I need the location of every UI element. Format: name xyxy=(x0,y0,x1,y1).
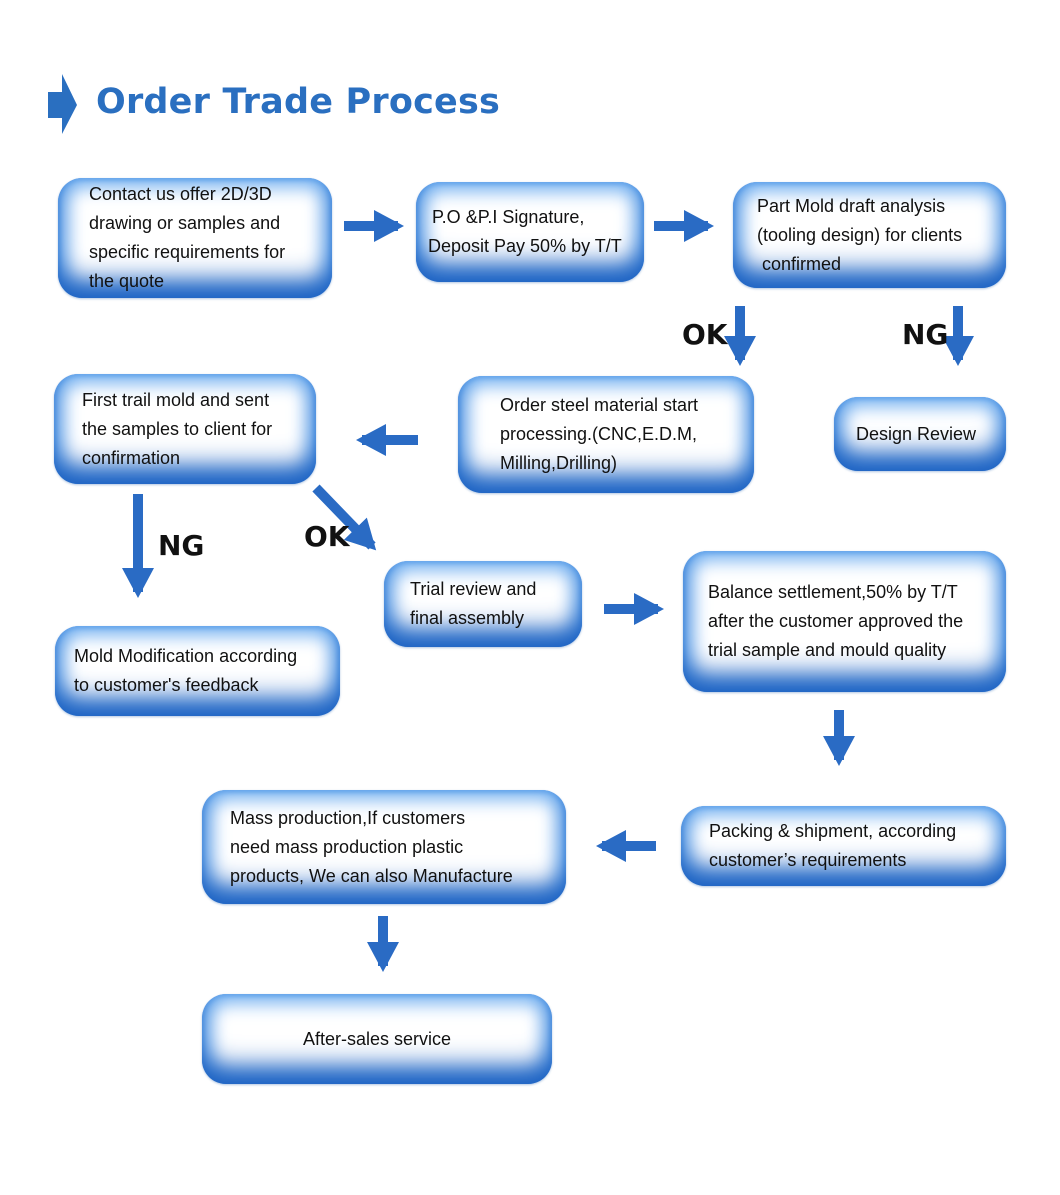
step-mass-production: Mass production,If customers need mass p… xyxy=(202,790,566,904)
step-line: to customer's feedback xyxy=(74,675,259,695)
step-line: processing.(CNC,E.D.M, xyxy=(500,424,698,444)
step-line: after the customer approved the xyxy=(708,611,964,631)
step-line: Design Review xyxy=(856,423,977,444)
step-line: Contact us offer 2D/3D xyxy=(89,184,272,204)
step-line: products, We can also Manufacture xyxy=(230,865,513,886)
step-line: drawing or samples and xyxy=(89,213,281,233)
step-draft-analysis: Part Mold draft analysis (tooling design… xyxy=(733,182,1006,288)
step-order-steel: Order steel material start processing.(C… xyxy=(458,376,754,493)
step-line: specific requirements for xyxy=(89,242,286,262)
step-after-sales: After-sales service xyxy=(202,994,552,1084)
step-contact: Contact us offer 2D/3D drawing or sample… xyxy=(58,178,332,298)
ng-label: NG xyxy=(902,318,949,351)
step-design-review: Design Review xyxy=(834,397,1006,471)
step-line: Deposit Pay 50% by T/T xyxy=(428,236,622,256)
arrow-right-icon xyxy=(48,74,77,134)
step-trial-review: Trial review and final assembly xyxy=(384,561,582,647)
page-title: Order Trade Process xyxy=(96,82,501,122)
step-line: customer’s requirements xyxy=(709,850,907,870)
step-line: Part Mold draft analysis xyxy=(757,195,946,216)
step-line: Milling,Drilling) xyxy=(500,453,618,473)
step-line: confirmed xyxy=(757,253,842,274)
step-line: Packing & shipment, according xyxy=(709,821,957,841)
step-line: trial sample and mould quality xyxy=(708,640,947,660)
step-line: the samples to client for xyxy=(82,418,273,439)
arrow-firsttrail-ok-diag xyxy=(312,484,377,551)
ok-label: OK xyxy=(682,318,728,351)
step-line: Mass production,If customers xyxy=(230,807,466,828)
step-line: the quote xyxy=(89,271,165,291)
step-line: final assembly xyxy=(410,608,525,628)
ng-label: NG xyxy=(158,529,205,562)
step-line: After-sales service xyxy=(302,1028,452,1049)
step-po-signature: P.O &P.I Signature, Deposit Pay 50% by T… xyxy=(416,182,644,282)
step-line: Mold Modification according xyxy=(74,646,298,666)
step-line: Trial review and xyxy=(410,579,537,599)
step-line: Balance settlement,50% by T/T xyxy=(708,582,958,602)
step-mold-modification: Mold Modification according to customer'… xyxy=(55,626,340,716)
step-balance-settlement: Balance settlement,50% by T/T after the … xyxy=(683,551,1006,692)
step-line: Order steel material start xyxy=(500,395,699,415)
step-packing-shipment: Packing & shipment, according customer’s… xyxy=(681,806,1006,886)
step-first-trail: First trail mold and sent the samples to… xyxy=(54,374,316,484)
step-line: confirmation xyxy=(82,447,181,468)
ok-label: OK xyxy=(304,520,350,553)
step-line: First trail mold and sent xyxy=(82,389,270,410)
step-line: P.O &P.I Signature, xyxy=(432,207,585,227)
step-line: need mass production plastic xyxy=(230,836,464,857)
step-line: (tooling design) for clients xyxy=(757,224,963,245)
